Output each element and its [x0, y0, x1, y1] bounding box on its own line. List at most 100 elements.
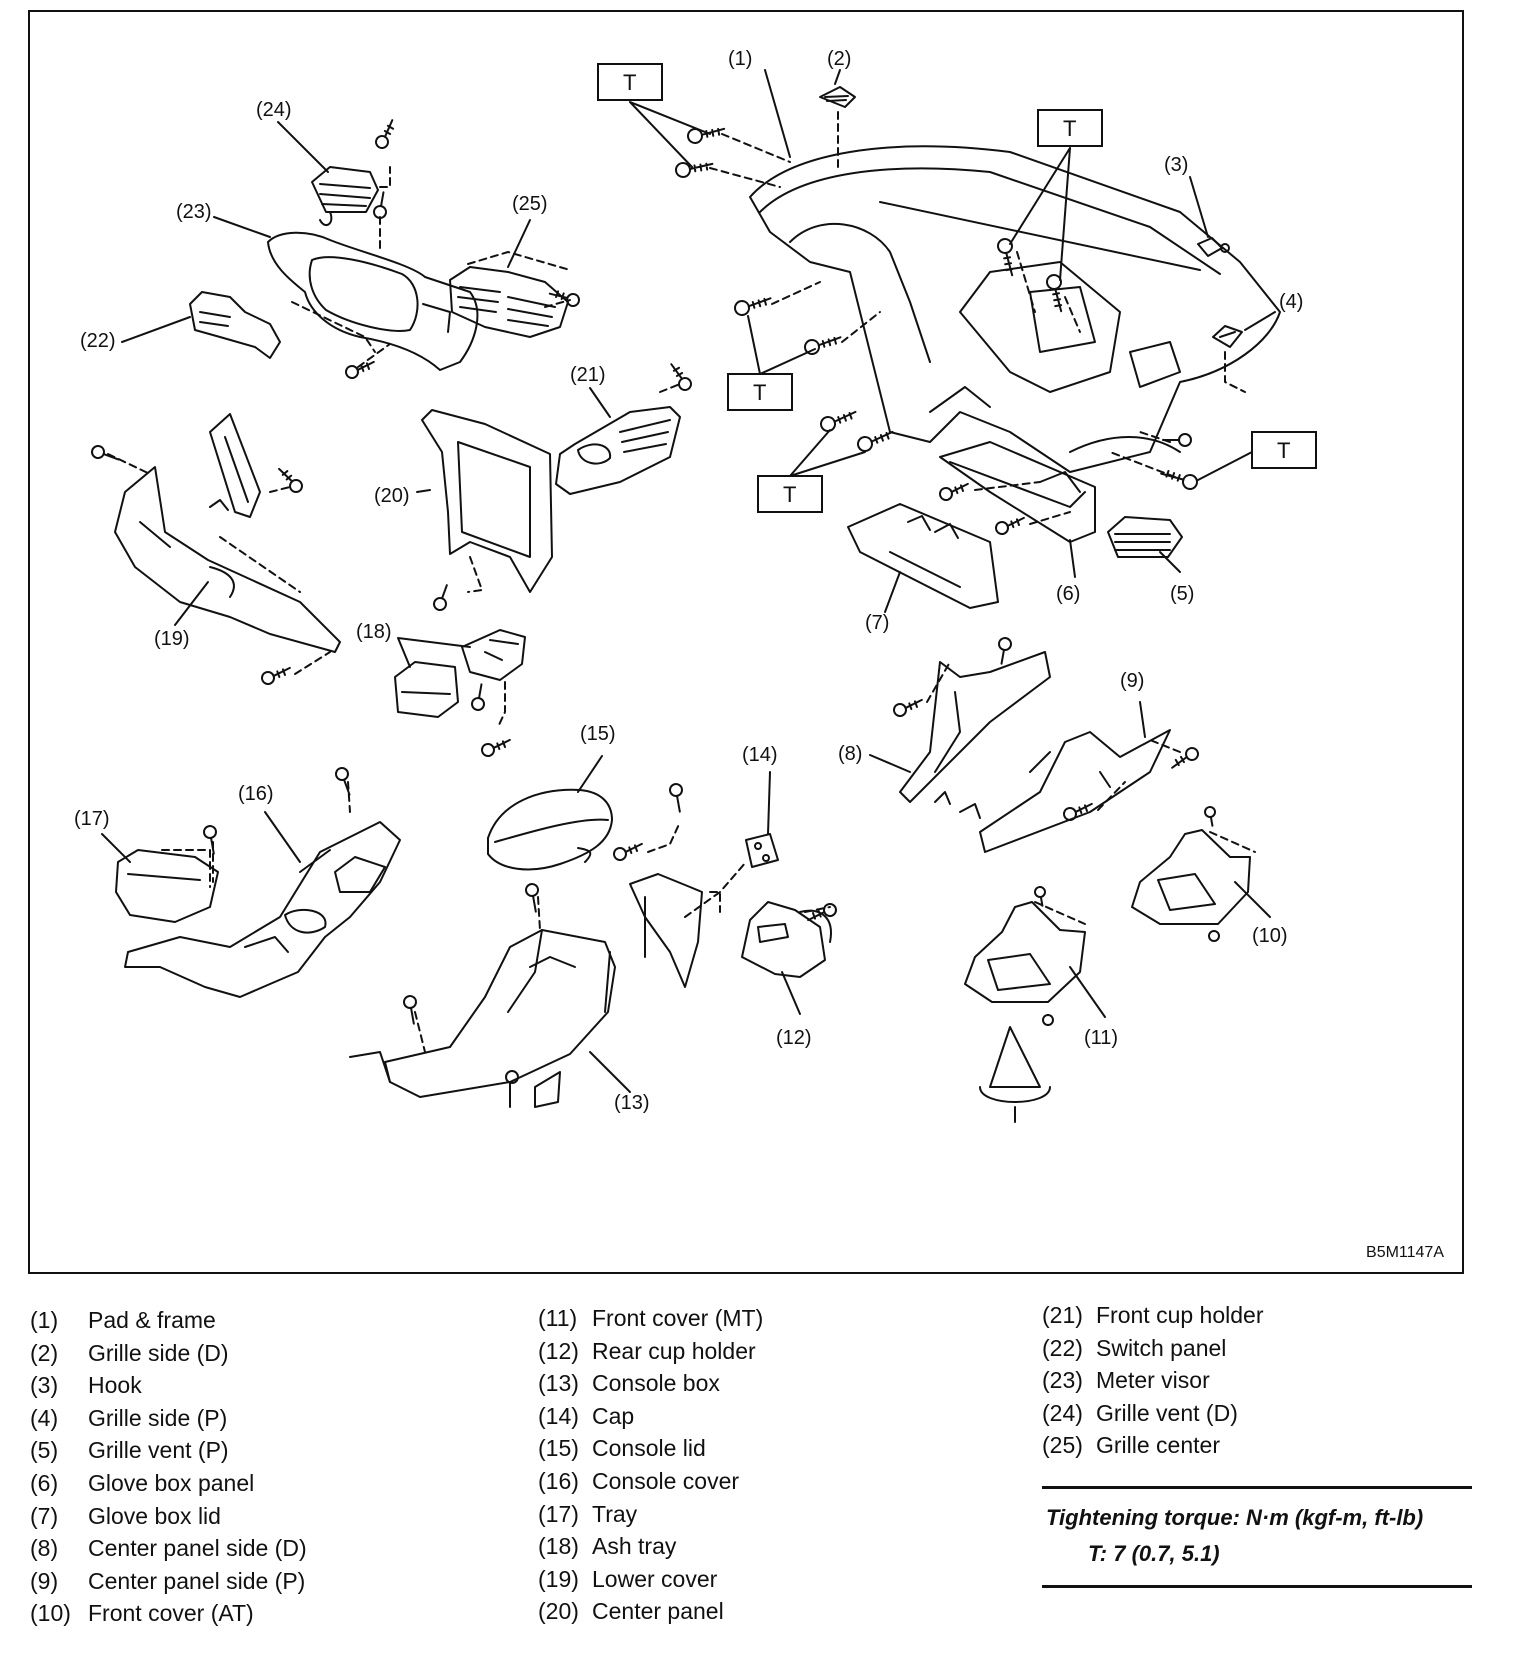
- torque-title: Tightening torque: N·m (kgf-m, ft-lb): [1046, 1505, 1424, 1530]
- screw: [375, 119, 395, 149]
- torque-markers: T T T T T: [597, 63, 1317, 513]
- part-grille-side-d: [819, 86, 856, 168]
- callout-8: (8): [838, 743, 862, 765]
- callout-1: (1): [728, 48, 752, 70]
- legend-item: (4) Grille side (P): [30, 1402, 307, 1435]
- part-front-cup-holder: [555, 406, 681, 495]
- part-pad-and-frame: [749, 145, 1281, 473]
- callout-19: (19): [154, 628, 190, 650]
- legend-item: (6) Glove box panel: [30, 1467, 307, 1500]
- legend-number: (3): [30, 1372, 59, 1399]
- legend-label: Front cover (AT): [88, 1600, 254, 1627]
- legend-item: (13)Console box: [538, 1367, 763, 1400]
- legend-item: (18) Ash tray: [538, 1530, 763, 1563]
- legend-label: Grille vent (P): [88, 1437, 229, 1464]
- part-grille-side-p: [1212, 325, 1246, 393]
- callout-15: (15): [580, 723, 616, 745]
- callout-23: (23): [176, 201, 212, 223]
- legend-label: Console lid: [592, 1435, 706, 1462]
- legend-item: (24)Grille vent (D): [1042, 1397, 1263, 1430]
- legend-number: (12): [538, 1337, 579, 1364]
- legend-number: (17): [538, 1500, 579, 1527]
- clip: [1042, 1014, 1054, 1026]
- torque-marker-t: T: [597, 63, 663, 101]
- callout-24: (24): [256, 99, 292, 121]
- legend-label: Grille center: [1096, 1432, 1220, 1459]
- part-grille-vent-p: [1107, 516, 1183, 558]
- legend-number: (18): [538, 1533, 579, 1560]
- callout-9: (9): [1120, 670, 1144, 692]
- legend-column-2: (11)Front cover (MT) (12)Rear cup holder…: [538, 1302, 763, 1628]
- svg-text:T: T: [753, 380, 766, 405]
- legend-number: (5): [30, 1437, 59, 1464]
- legend-item: (8)Center panel side (D): [30, 1532, 307, 1565]
- tightening-torque-box: Tightening torque: N·m (kgf-m, ft-lb) T:…: [1042, 1486, 1472, 1588]
- screw: [1160, 469, 1198, 490]
- part-grille-vent-d: [311, 166, 391, 227]
- legend-label: Front cup holder: [1096, 1302, 1264, 1328]
- screw: [1046, 274, 1063, 313]
- legend-number: (4): [30, 1404, 59, 1431]
- screw: [670, 363, 692, 391]
- legend-label: Grille vent (D): [1096, 1399, 1238, 1426]
- legend-item: (25) Grille center: [1042, 1429, 1263, 1462]
- callout-16: (16): [238, 783, 274, 805]
- screw: [481, 738, 511, 757]
- svg-text:T: T: [623, 70, 636, 95]
- legend-column-1: (1)Pad & frame (2)Grille side (D) (3)Hoo…: [30, 1304, 307, 1630]
- callout-21: (21): [570, 364, 606, 386]
- legend-label: Glove box panel: [88, 1469, 255, 1496]
- screw: [939, 482, 969, 501]
- screw: [335, 767, 351, 796]
- legend-label: Center panel side (D): [88, 1535, 307, 1562]
- legend-number: (21): [1042, 1302, 1083, 1328]
- part-cap: [745, 833, 779, 868]
- screw: [548, 290, 580, 307]
- legend-label: Grille side (P): [88, 1404, 228, 1431]
- legend-item: (2)Grille side (D): [30, 1337, 307, 1370]
- legend-number: (7): [30, 1502, 59, 1529]
- legend-number: (1): [30, 1307, 59, 1333]
- legend-number: (22): [1042, 1334, 1083, 1361]
- legend-item: (14)Cap: [538, 1400, 763, 1433]
- part-meter-visor: [267, 231, 479, 371]
- legend-label: Center panel side (P): [88, 1567, 306, 1594]
- legend-label: Rear cup holder: [592, 1337, 756, 1364]
- legend-item: (10)Front cover (AT): [30, 1597, 307, 1630]
- figure-code: B5M1147A: [1366, 1244, 1444, 1261]
- screw: [675, 162, 714, 178]
- assembly-lines: [107, 133, 1181, 1053]
- screw: [804, 336, 842, 355]
- screw: [373, 191, 387, 219]
- screw: [471, 683, 485, 711]
- legend-number: (15): [538, 1435, 579, 1462]
- part-ash-tray: [394, 629, 526, 728]
- svg-text:T: T: [1277, 438, 1290, 463]
- callout-11: (11): [1084, 1027, 1118, 1049]
- legend-number: (25): [1042, 1432, 1083, 1459]
- part-switch-panel: [189, 291, 281, 359]
- callout-14: (14): [742, 744, 778, 766]
- part-rear-cup-holder: [741, 901, 832, 978]
- part-hook: [1197, 237, 1230, 257]
- screw: [278, 467, 303, 493]
- torque-leaders: [629, 101, 1253, 481]
- screw: [687, 127, 726, 144]
- legend-label: Ash tray: [592, 1533, 677, 1560]
- callout-3: (3): [1164, 154, 1188, 176]
- legend-label: Console box: [592, 1370, 720, 1397]
- callout-7: (7): [865, 612, 889, 634]
- part-grille-center: [449, 251, 571, 338]
- legend-item: (15) Console lid: [538, 1432, 763, 1465]
- legend-column-3: (21) Front cup holder (22)Switch panel (2…: [1042, 1299, 1263, 1462]
- legend-label: Lower cover: [592, 1565, 718, 1592]
- legend-item: (19)Lower cover: [538, 1563, 763, 1596]
- legend-item: (3)Hook: [30, 1369, 307, 1402]
- callout-labels: (1) (2) (3) (4) (5) (6) (7) (8) (9) (10)…: [74, 48, 1303, 1114]
- screw: [1204, 806, 1216, 827]
- torque-marker-t: T: [727, 373, 793, 411]
- screw: [403, 995, 417, 1025]
- screw: [807, 903, 837, 922]
- legend-number: (6): [30, 1469, 59, 1496]
- legend-item: (22)Switch panel: [1042, 1332, 1263, 1365]
